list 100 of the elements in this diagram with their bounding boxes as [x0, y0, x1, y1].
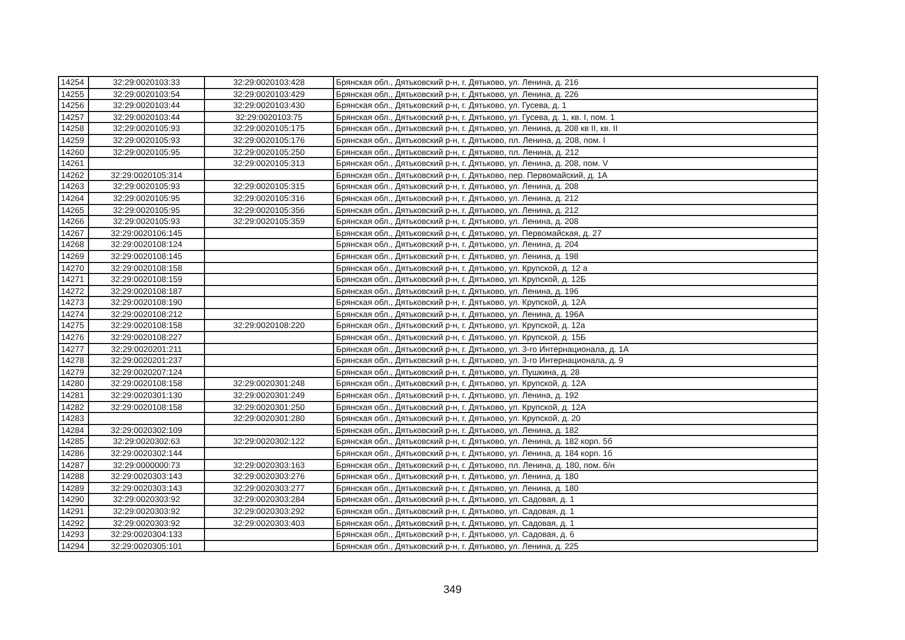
table-cell: 32:29:0020303:143: [89, 482, 205, 494]
table-cell: 32:29:0020105:250: [205, 146, 334, 158]
table-cell: 14287: [59, 460, 89, 472]
table-cell: 32:29:0020105:316: [205, 192, 334, 205]
table-cell: 32:29:0020105:359: [205, 216, 334, 228]
table-cell: 32:29:0020105:93: [89, 181, 205, 193]
table-cell: 14258: [59, 123, 89, 135]
table-cell: 32:29:0020108:159: [89, 274, 205, 286]
table-cell: Брянская обл., Дятьковский р-н, г. Дятьково, ул. 3-го Интернационала, д. 9: [334, 355, 818, 367]
table-cell: 14272: [59, 286, 89, 298]
table-cell: 14256: [59, 100, 89, 112]
table-cell: Брянская обл., Дятьковский р-н, г. Дятьково, ул. Ленина, д. 216: [334, 77, 818, 89]
table-cell: 32:29:0020301:130: [89, 390, 205, 402]
table-cell: 14273: [59, 297, 89, 309]
table-cell: Брянская обл., Дятьковский р-н, г. Дятьково, ул. Ленина, д. 208, пом. V: [334, 158, 818, 170]
table-cell: 14278: [59, 355, 89, 367]
table-cell: Брянская обл., Дятьковский р-н, г. Дятьково, пл. Ленина, д. 180, пом. б/н: [334, 460, 818, 472]
table-cell: Брянская обл., Дятьковский р-н, г. Дятьково, пер. Первомайский, д. 1А: [334, 170, 818, 182]
table-cell: 32:29:0020105:95: [89, 192, 205, 205]
table-cell: 14262: [59, 170, 89, 182]
table-cell: 14289: [59, 482, 89, 494]
table-cell: Брянская обл., Дятьковский р-н, г. Дятьково, ул. Ленина, д. 182 корп. 5б: [334, 436, 818, 448]
table-cell: 14294: [59, 540, 89, 552]
table-cell: 32:29:0020105:93: [89, 134, 205, 147]
table-cell: Брянская обл., Дятьковский р-н, г. Дятьково, ул. Ленина, д. 212: [334, 192, 818, 205]
table-cell: Брянская обл., Дятьковский р-н, г. Дятьково, пл. Ленина, д. 208, пом. I: [334, 134, 818, 147]
table-cell: Брянская обл., Дятьковский р-н, г. Дятьково, ул. Гусева, д. 1, кв. I, пом. 1: [334, 112, 818, 124]
table-cell: 14268: [59, 239, 89, 251]
table-cell: 14275: [59, 320, 89, 332]
table-cell: 14279: [59, 366, 89, 378]
table-cell: 32:29:0020303:292: [205, 506, 334, 518]
table-cell: 14281: [59, 390, 89, 402]
table-cell: Брянская обл., Дятьковский р-н, г. Дятьково, ул. Пушкина, д. 28: [334, 366, 818, 378]
table-cell: Брянская обл., Дятьковский р-н, г. Дятьково, ул. Ленина, д. 192: [334, 390, 818, 402]
table-cell: 32:29:0020108:187: [89, 286, 205, 298]
table-cell: 32:29:0020103:44: [89, 112, 205, 124]
table-cell: Брянская обл., Дятьковский р-н, г. Дятьково, ул. Садовая, д. 1: [334, 518, 818, 530]
table-cell: 14292: [59, 518, 89, 530]
table-cell: 32:29:0020301:248: [205, 378, 334, 390]
table-cell: 32:29:0020108:158: [89, 320, 205, 332]
table-cell: Брянская обл., Дятьковский р-н, г. Дятьково, ул. Ленина, д. 208: [334, 181, 818, 193]
table-cell: 14257: [59, 112, 89, 124]
table-cell: Брянская обл., Дятьковский р-н, г. Дятьково, ул. Ленина, д. 196: [334, 286, 818, 298]
table-cell: Брянская обл., Дятьковский р-н, г. Дятьково, ул. Ленина, д. 226: [334, 88, 818, 100]
table-cell: 32:29:0020105:313: [205, 158, 334, 170]
table-cell: 14269: [59, 250, 89, 262]
table-cell: 32:29:0020302:109: [89, 424, 205, 436]
table-cell: 32:29:0020103:44: [89, 100, 205, 112]
table-cell: 32:29:0020303:92: [89, 506, 205, 518]
table-cell: 14286: [59, 448, 89, 460]
table-cell: 32:29:0020303:92: [89, 518, 205, 530]
table-cell: Брянская обл., Дятьковский р-н, г. Дятьково, ул. Ленина, д. 196А: [334, 308, 818, 320]
table-cell: Брянская обл., Дятьковский р-н, г. Дятьково, ул. Ленина, д. 225: [334, 540, 818, 552]
table-cell: 14266: [59, 216, 89, 228]
table-cell: 32:29:0020103:428: [205, 77, 334, 89]
table-cell: Брянская обл., Дятьковский р-н, г. Дятьково, ул. Крупской, д. 12А: [334, 378, 818, 390]
table-cell: Брянская обл., Дятьковский р-н, г. Дятьково, ул. Садовая, д. 1: [334, 506, 818, 518]
table-cell: 32:29:0020304:133: [89, 529, 205, 541]
table-cell: 32:29:0020303:143: [89, 471, 205, 483]
table-cell: 32:29:0020108:227: [89, 332, 205, 344]
table-cell: Брянская обл., Дятьковский р-н, г. Дятьково, ул. Ленина, д. 180: [334, 482, 818, 494]
table-cell: 32:29:0020105:175: [205, 123, 334, 135]
table-cell: Брянская обл., Дятьковский р-н, г. Дятьково, ул. Крупской, д. 12А: [334, 297, 818, 309]
table-cell: 14254: [59, 77, 89, 89]
table-cell: 14263: [59, 181, 89, 193]
table-cell: 32:29:0020201:211: [89, 344, 205, 356]
table-cell: Брянская обл., Дятьковский р-н, г. Дятьково, ул. Крупской, д. 12 а: [334, 262, 818, 274]
table-cell: Брянская обл., Дятьковский р-н, г. Дятьково, ул. Ленина, д. 208: [334, 216, 818, 228]
table-cell: Брянская обл., Дятьковский р-н, г. Дятьково, ул. Ленина, д. 212: [334, 204, 818, 216]
table-cell: 32:29:0020108:158: [89, 402, 205, 414]
table-cell: 32:29:0020105:314: [89, 170, 205, 182]
table-cell: 32:29:0020105:93: [89, 216, 205, 228]
table-cell: 14270: [59, 262, 89, 274]
table-cell: 14283: [59, 413, 89, 425]
table-cell: 32:29:0020302:122: [205, 436, 334, 448]
table-cell: 32:29:0020103:54: [89, 88, 205, 100]
table-cell: 32:29:0020301:250: [205, 402, 334, 414]
table-cell: 32:29:0020303:284: [205, 494, 334, 506]
table-cell: 14259: [59, 134, 89, 147]
table-cell: Брянская обл., Дятьковский р-н, г. Дятьково, ул. Садовая, д. 1: [334, 494, 818, 506]
table-cell: 14290: [59, 494, 89, 506]
table-cell: 14291: [59, 506, 89, 518]
table-cell: 32:29:0020108:190: [89, 297, 205, 309]
table-cell: Брянская обл., Дятьковский р-н, г. Дятьково, ул. Крупской, д. 15Б: [334, 332, 818, 344]
table-cell: 14271: [59, 274, 89, 286]
table-cell: 32:29:0020103:429: [205, 88, 334, 100]
table-cell: 32:29:0020302:144: [89, 448, 205, 460]
page-number: 349: [442, 584, 463, 596]
table-cell: 32:29:0020303:276: [205, 471, 334, 483]
table-cell: 14264: [59, 192, 89, 205]
table-cell: 32:29:0020207:124: [89, 366, 205, 378]
table-cell: 32:29:0020201:237: [89, 355, 205, 367]
table-cell: 32:29:0020108:124: [89, 239, 205, 251]
table-cell: 32:29:0000000:73: [89, 460, 205, 472]
table-cell: 32:29:0020303:92: [89, 494, 205, 506]
table-cell: 32:29:0020105:176: [205, 134, 334, 147]
table-cell: 14288: [59, 471, 89, 483]
table-cell: 32:29:0020106:145: [89, 228, 205, 240]
table-cell: Брянская обл., Дятьковский р-н, г. Дятьково, ул. Крупской, д. 12Б: [334, 274, 818, 286]
table-cell: Брянская обл., Дятьковский р-н, г. Дятьково, ул. Первомайская, д. 27: [334, 228, 818, 240]
